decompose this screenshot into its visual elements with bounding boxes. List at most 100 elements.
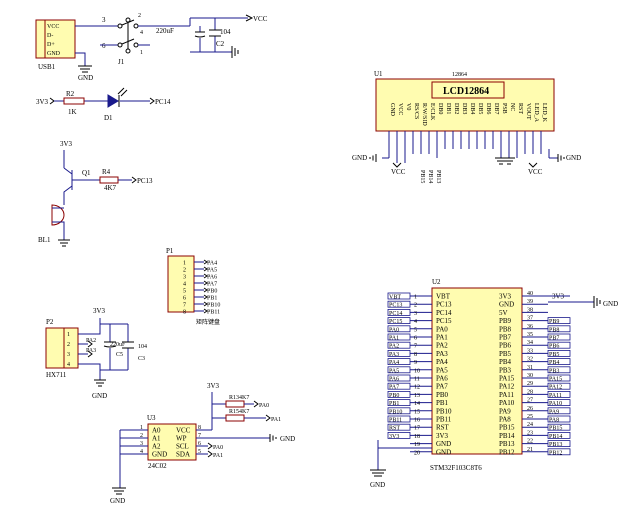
u2-left-net-9: PA4: [389, 360, 399, 366]
u2-right-name-7: PB6: [499, 342, 512, 350]
u2-right-name-6: PB7: [499, 334, 512, 342]
u1-pin-13: DB6: [485, 103, 491, 114]
u2-right-num-15: 26: [527, 406, 533, 412]
u2-left-port-17: [387, 423, 411, 431]
u3-r13-net: PA0: [259, 403, 269, 409]
u2-left-num-1: 1: [414, 295, 417, 301]
u2-left-name-1: VBT: [436, 293, 451, 301]
u1-title: LCD12864: [443, 86, 489, 97]
u2-right-num-4: 37: [527, 316, 533, 322]
u2-left-num-5: 5: [414, 327, 417, 333]
u2-right-name-1: 3V3: [499, 293, 512, 301]
p2-net-pa2: PA2: [86, 338, 96, 344]
p2-c3-val: 104: [138, 344, 147, 350]
j1-pin4: 4: [140, 30, 143, 36]
u2-left-num-3: 3: [414, 311, 417, 317]
u3-right-pin-2: WP: [176, 435, 187, 443]
cap-104: 104: [220, 28, 231, 36]
u3-right-num-2: 7: [198, 433, 201, 439]
u2-left-port-18: [387, 431, 411, 439]
p1-pin-4: 4: [183, 282, 186, 288]
u2-right-num-20: 21: [527, 447, 533, 453]
usb1-connector: VCC D- D+ GND USB1 GND: [35, 19, 100, 82]
u2-left-net-13: PB0: [389, 393, 399, 399]
p1-net-1: PA4: [207, 261, 217, 267]
u2-right-name-19: PB13: [499, 440, 515, 448]
u3-r13-label: R134K7: [229, 395, 249, 401]
u3-left-pin-3: A2: [152, 443, 161, 451]
u2-right-port-18: [547, 448, 571, 456]
usb1-pin-vcc: VCC: [47, 24, 59, 30]
led-r2-ref: R2: [66, 90, 75, 98]
u2-right-name-14: PA10: [499, 399, 515, 407]
p2-net-3v3: 3V3: [93, 307, 106, 315]
u1-vcc-right: VCC: [528, 168, 543, 176]
u2-left-name-18: 3V3: [436, 432, 449, 440]
u2-left-num-6: 6: [414, 336, 417, 342]
u2-left-port-7: [387, 341, 411, 349]
u2-right-net-10: PA12: [549, 385, 562, 391]
u2-right-net-13: PA9: [549, 409, 559, 415]
u2-left-name-19: GND: [436, 440, 451, 448]
u3-left-num-3: 3: [140, 441, 143, 447]
p1-pin-6: 6: [183, 296, 186, 302]
j1-pin1: 1: [140, 50, 143, 56]
u1-net-pb14: PB14: [427, 170, 433, 183]
u2-right-num-19: 22: [527, 439, 533, 445]
u2-left-num-19: 19: [414, 442, 420, 448]
u2-right-port-13: [547, 407, 571, 415]
u2-right-num-16: 25: [527, 414, 533, 420]
u2-left-num-15: 15: [414, 409, 420, 415]
u2-left-port-15: [387, 407, 411, 415]
u2-right-name-11: PA15: [499, 375, 515, 383]
u1-pin-6: E/CLK: [429, 103, 435, 121]
u2-right-net-11: PA11: [549, 393, 562, 399]
u2-right-port-2: [547, 317, 571, 325]
p1-pin-8: 8: [183, 310, 186, 316]
u2-right-port-16: [547, 431, 571, 439]
u1-ref: U1: [374, 70, 383, 78]
u3-right-num-3: 6: [198, 441, 201, 447]
p1-label: 矩阵键盘: [196, 318, 220, 326]
u2-right-net-18: PB12: [549, 450, 562, 456]
u3-right-pin-4: SDA: [176, 451, 190, 459]
u3-ref: U3: [147, 414, 156, 422]
u2-left-port-11: [387, 374, 411, 382]
u1-pin-12: DB5: [477, 103, 483, 114]
led-r2-val: 1K: [68, 108, 77, 116]
u2-left-name-4: PC15: [436, 317, 452, 325]
u2-right-num-9: 32: [527, 357, 533, 363]
u3-right-num-4: 5: [198, 449, 201, 455]
u2-right-name-10: PB3: [499, 366, 512, 374]
u2-left-port-1: [387, 292, 411, 300]
u2-right-port-14: [547, 415, 571, 423]
u2-right-pins: 403V339GND385V37PB936PB835PB734PB633PB53…: [499, 291, 571, 456]
usb1-gnd-label: GND: [78, 74, 93, 82]
u2-part: STM32F103C8T6: [430, 464, 482, 472]
u2-right-num-8: 33: [527, 348, 533, 354]
u2-left-port-12: [387, 382, 411, 390]
u2-left-name-7: PA2: [436, 342, 448, 350]
p1-pin-5: 5: [183, 289, 186, 295]
u1-pin-14: DB7: [493, 103, 499, 114]
u2-left-port-10: [387, 366, 411, 374]
u1-pin-4: RS/CS: [413, 103, 419, 119]
u2-right-net-3: PB8: [549, 327, 559, 333]
led-d1-ref: D1: [104, 114, 113, 122]
u2-ref: U2: [432, 278, 441, 286]
u2-right-name-9: PB4: [499, 358, 512, 366]
u1-pin-5: R/W/SID: [421, 103, 427, 126]
p2-module: HX711: [46, 371, 67, 379]
u2-right-port-10: [547, 382, 571, 390]
buzzer-net-3v3: 3V3: [60, 140, 73, 148]
u2-right-num-1: 40: [527, 291, 533, 297]
u2-left-num-20: 20: [414, 450, 420, 456]
u2-left-name-2: PC13: [436, 301, 452, 309]
u2-right-net-14: PA8: [549, 418, 559, 424]
p1-port-6: [203, 294, 208, 300]
u2-left-num-11: 11: [414, 377, 420, 383]
